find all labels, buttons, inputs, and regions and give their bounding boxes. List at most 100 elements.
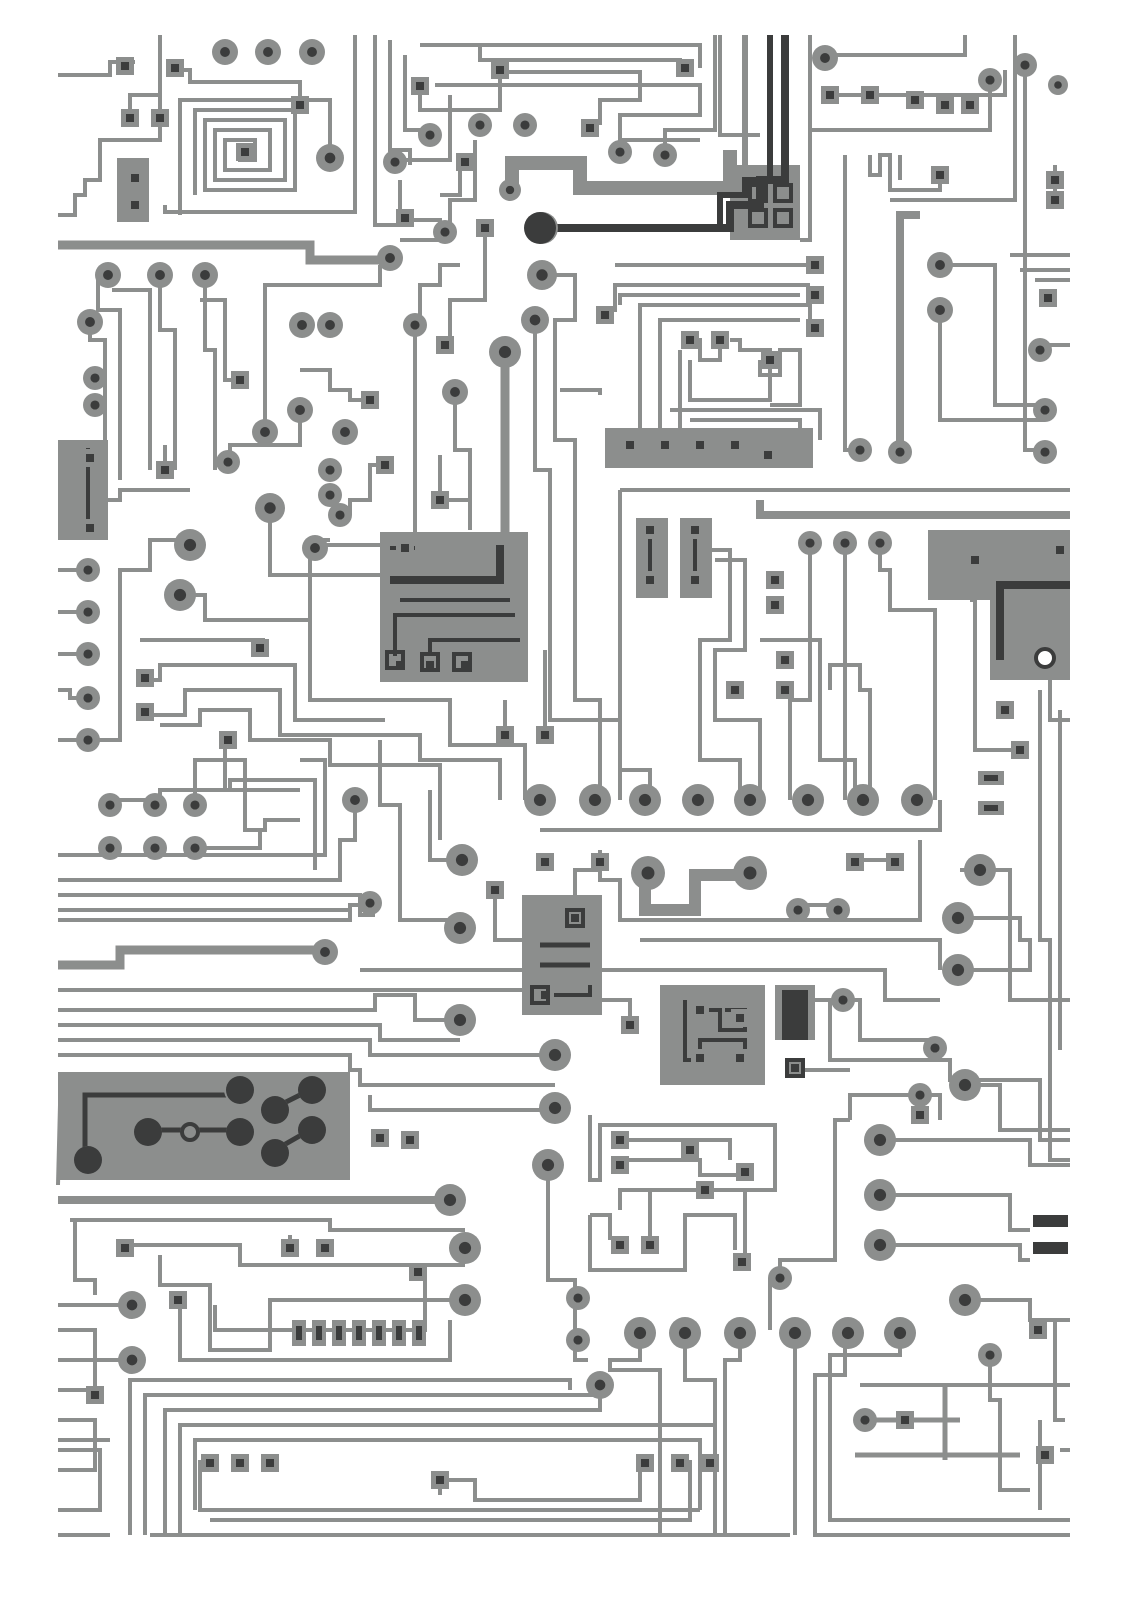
pad-hole-44 [83,735,93,745]
pad-hole-40 [83,565,93,575]
trace-32 [843,155,860,452]
trace-49 [638,303,812,445]
dark-trace-1 [535,35,789,232]
pad-hole-5 [1020,60,1030,70]
trace-6 [163,35,357,214]
pad-hole-29 [295,405,305,415]
pad-hole-9 [425,130,435,140]
trace-172 [128,1378,572,1535]
dark-trace-13 [545,985,592,997]
square-pad-hole-40 [661,441,669,449]
trace-106 [190,830,262,850]
pad-hole-4 [985,75,995,85]
pad-hole-70 [150,843,160,853]
dark-square-pad-3 [773,208,793,228]
square-pad-hole-47 [691,576,699,584]
pad-hole-36 [264,502,276,514]
pad-hole-108 [458,1241,472,1255]
pad-hole-43 [83,693,93,703]
square-pad-hole-3 [156,114,164,122]
trace-167 [58,1328,97,1392]
trace-35 [896,211,920,450]
trace-182 [608,1335,662,1535]
dark-pad-5 [261,1096,289,1124]
square-pad-hole-71 [851,858,859,866]
square-pad-hole-27 [966,101,974,109]
square-pad-hole-77 [696,1054,704,1062]
dark-square-pad-2 [748,208,768,228]
pad-hole-113 [573,1335,583,1345]
trace-63 [788,545,812,800]
pad-hole-22 [200,270,210,280]
trace-99 [453,390,472,530]
pad-hole-88 [838,995,848,1005]
square-pad-hole-59 [141,708,149,716]
trace-12 [478,45,682,70]
trace-170 [58,1448,102,1512]
pad-hole-47 [935,260,945,270]
pad-hole-55 [840,538,850,548]
pad-hole-109 [458,1293,472,1307]
pad-hole-65 [910,793,924,807]
pad-hole-56 [875,538,885,548]
trace-26 [418,263,460,330]
square-pad-hole-79 [791,1064,799,1072]
pad-hole-21 [155,270,165,280]
trace-107 [58,800,357,882]
square-pad-hole-65 [501,731,509,739]
chip-body-9 [660,985,765,1085]
dark-square-pad-8 [530,985,550,1005]
pad-hole-30 [340,427,350,437]
trace-74 [158,278,177,470]
pad-hole-83 [793,905,803,915]
chip-pin-core-5 [396,1326,402,1340]
square-pad-hole-72 [891,858,899,866]
square-pad-hole-6 [496,66,504,74]
square-pad-hole-54 [781,656,789,664]
square-pad-hole-7 [681,64,689,72]
trace-3 [175,68,302,105]
square-pad-hole-22 [86,524,94,532]
pad-hole-75 [365,898,375,908]
pad-hole-16 [440,227,450,237]
pad-hole-121 [860,1415,870,1425]
square-pad-hole-62 [396,661,404,669]
square-pad-hole-84 [286,1244,294,1252]
pad-hole-68 [190,800,200,810]
square-pad-hole-74 [541,991,549,999]
pad-hole-18 [536,269,548,281]
pad-hole-94 [873,1238,887,1252]
square-pad-hole-52 [1001,706,1009,714]
square-pad-hole-0 [121,62,129,70]
dark-pad-2 [298,1076,326,1104]
pad-hole-116 [678,1326,692,1340]
trace-178 [438,1460,642,1502]
trace-84 [90,538,190,742]
square-pad-hole-14 [461,158,469,166]
ring-pad [1034,647,1056,669]
pad-hole-112 [573,1293,583,1303]
trace-122 [598,840,922,922]
square-pad-hole-8 [586,124,594,132]
square-pad-hole-78 [736,1054,744,1062]
dark-trace-4 [390,545,504,584]
pad-hole-82 [743,866,757,880]
square-pad-hole-16 [366,396,374,404]
pad-hole-49 [1035,345,1045,355]
square-pad-hole-73 [626,1021,634,1029]
pad-hole-84 [833,905,843,915]
square-pad-hole-80 [916,1111,924,1119]
trace-137 [840,998,935,1042]
pad-hole-95 [958,1293,972,1307]
square-pad-hole-83 [121,1244,129,1252]
square-pad-hole-13 [481,224,489,232]
trace-189 [965,1298,1070,1322]
square-pad-hole-94 [676,1459,684,1467]
trace-23 [718,35,760,137]
square-pad-hole-51 [1056,546,1064,554]
pad-hole-41 [83,607,93,617]
trace-177 [198,1460,700,1512]
square-pad-hole-58 [141,674,149,682]
pad-hole-96 [985,1350,995,1360]
square-pad-hole-100 [741,1168,749,1176]
